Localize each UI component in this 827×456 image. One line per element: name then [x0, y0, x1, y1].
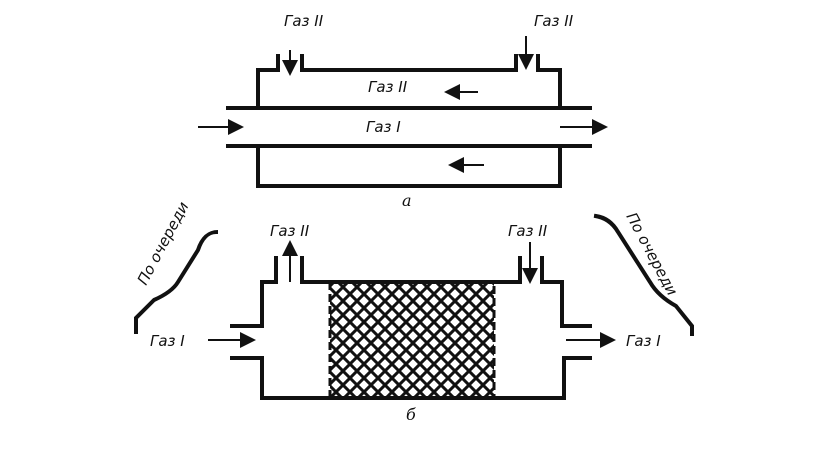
- gas2-left-label-b: Газ II: [270, 222, 310, 240]
- outer-shell-bottom: [256, 144, 562, 188]
- right-chamber-lower: [562, 356, 592, 400]
- caption-b: б: [406, 405, 416, 424]
- outer-shell-top-right: [536, 54, 562, 110]
- gas2-inlet-left-label: Газ II: [284, 12, 324, 30]
- gas1-in-label: Газ I: [150, 332, 185, 350]
- right-brace: [593, 213, 694, 336]
- gas2-inlet-right-label: Газ II: [534, 12, 574, 30]
- gas1-out-label: Газ I: [626, 332, 661, 350]
- left-brace: [134, 229, 219, 334]
- tube-label: Газ I: [366, 118, 401, 136]
- diagram-b: Газ II Газ II Газ I Газ I По очереди По …: [134, 199, 694, 424]
- gas2-right-label-b: Газ II: [508, 222, 548, 240]
- right-chamber-upper: [540, 256, 592, 328]
- annulus-label: Газ II: [368, 78, 408, 96]
- diagram-a: Газ II Газ II Газ II Газ I а: [198, 12, 608, 210]
- packing-matrix: [328, 280, 496, 400]
- left-chamber-upper: [230, 256, 278, 328]
- caption-a: а: [402, 191, 412, 210]
- outer-shell-top: [256, 54, 280, 110]
